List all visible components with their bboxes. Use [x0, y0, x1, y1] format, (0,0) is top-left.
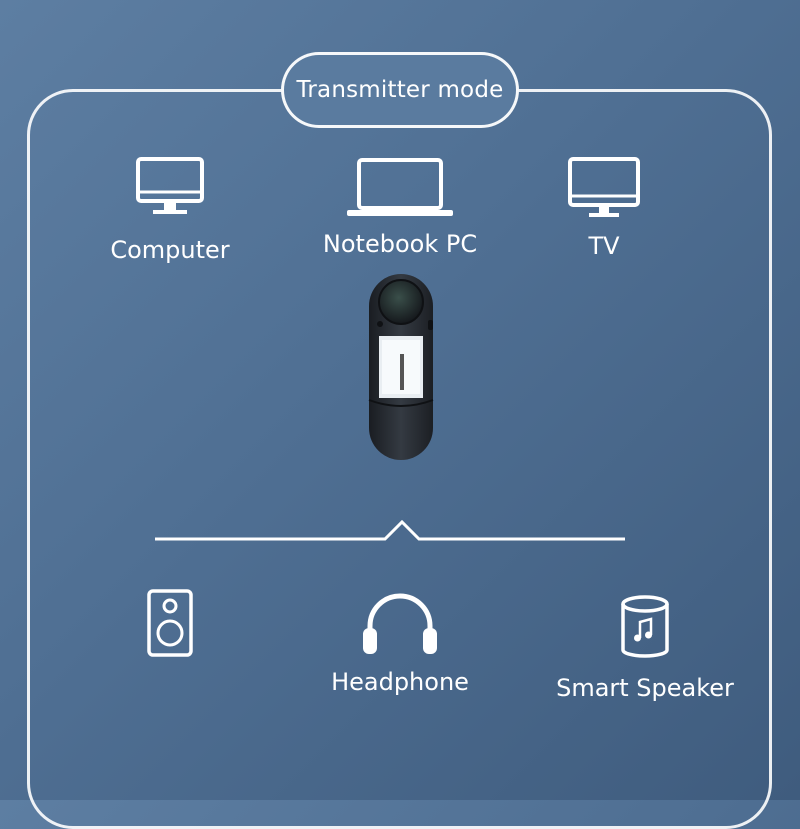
laptop-icon	[347, 158, 453, 216]
transmitter-device	[366, 272, 436, 466]
tv-icon	[568, 157, 640, 217]
receiver-speaker	[146, 588, 194, 658]
receiver-label: Headphone	[331, 668, 469, 696]
speaker-box-icon	[147, 589, 193, 657]
source-label: TV	[588, 232, 620, 260]
source-tv: TV	[562, 156, 646, 260]
mode-title-text: Transmitter mode	[296, 77, 504, 103]
receiver-headphone: Headphone	[320, 590, 480, 696]
source-computer: Computer	[108, 156, 232, 264]
receiver-label: Smart Speaker	[556, 674, 734, 702]
source-notebook: Notebook PC	[320, 156, 480, 258]
computer-monitor-icon	[136, 157, 204, 214]
smart-speaker-icon	[621, 595, 669, 658]
headphone-icon	[363, 593, 437, 654]
connector-line	[155, 519, 625, 541]
source-label: Notebook PC	[322, 230, 478, 258]
receiver-smart-speaker: Smart Speaker	[552, 594, 738, 702]
mode-title: Transmitter mode	[281, 52, 519, 128]
source-label: Computer	[110, 236, 230, 264]
